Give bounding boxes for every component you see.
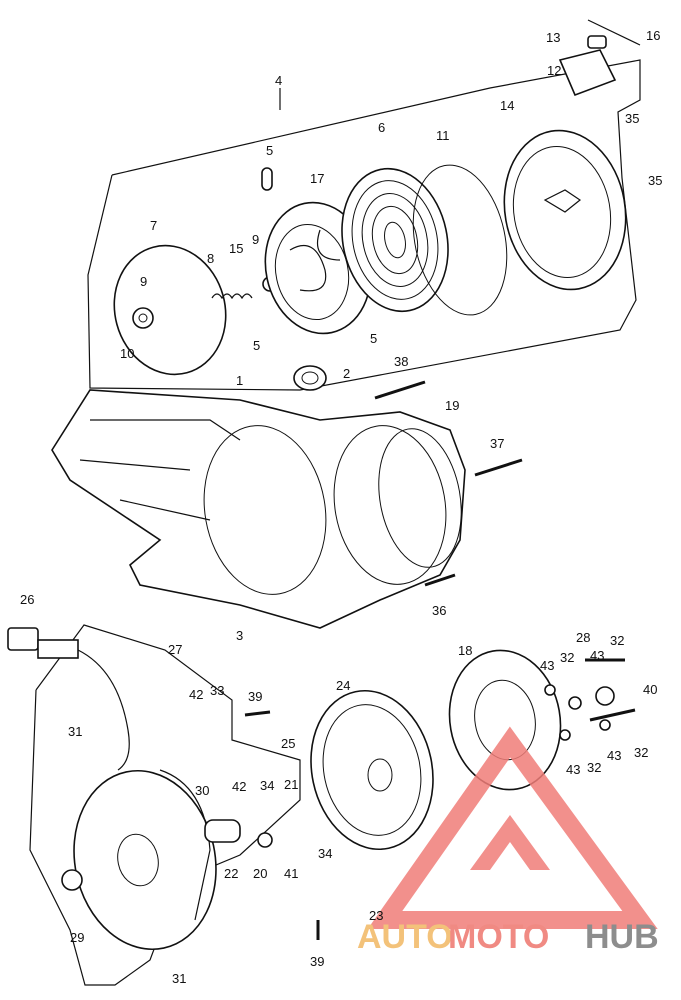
callout-label: 5 [253, 338, 260, 353]
callout-label: 10 [120, 346, 134, 361]
callout-label: 43 [607, 748, 621, 763]
watermark-hub: HUB [585, 918, 659, 956]
bolt-36 [424, 573, 456, 587]
bolt-37 [474, 458, 523, 477]
callout-label: 43 [566, 762, 580, 777]
callout-label: 29 [70, 930, 84, 945]
callout-label: 35 [648, 173, 662, 188]
callout-label: 39 [248, 689, 262, 704]
automotohub-watermark [367, 726, 658, 929]
callout-label: 11 [436, 128, 450, 143]
callout-label: 16 [646, 28, 660, 43]
callout-label: 8 [207, 251, 214, 266]
callout-label: 21 [284, 777, 298, 792]
callout-label: 1 [236, 373, 243, 388]
callout-label: 5 [370, 331, 377, 346]
callout-label: 5 [266, 143, 273, 158]
starter-handle [558, 49, 617, 97]
callout-label: 30 [195, 783, 209, 798]
callout-label: 14 [500, 98, 514, 113]
connector [7, 627, 39, 651]
callout-label: 38 [394, 354, 408, 369]
callout-label: 36 [432, 603, 446, 618]
lower-group-outline [29, 624, 301, 986]
callout-label: 28 [576, 630, 590, 645]
callout-label: 7 [150, 218, 157, 233]
callout-label: 22 [224, 866, 238, 881]
flywheel [310, 689, 434, 851]
callout-label: 32 [560, 650, 574, 665]
recoil-spring [341, 167, 449, 313]
callout-label: 32 [587, 760, 601, 775]
callout-label: 39 [310, 954, 324, 969]
starter-cup [448, 649, 562, 791]
oil-seal [293, 365, 327, 391]
bolt-38 [374, 380, 426, 400]
callout-label: 23 [369, 908, 383, 923]
callout-label: 24 [336, 678, 350, 693]
watermark-logo [367, 726, 658, 929]
callout-label: 20 [253, 866, 267, 881]
callout-label: 17 [310, 171, 324, 186]
callout-label: 37 [490, 436, 504, 451]
callout-label: 31 [68, 724, 82, 739]
callout-label: 12 [547, 63, 561, 78]
callout-label: 43 [590, 648, 604, 663]
callout-label: 41 [284, 866, 298, 881]
callout-label: 42 [189, 687, 203, 702]
callout-label: 34 [260, 778, 274, 793]
callout-label: 9 [140, 274, 147, 289]
callout-label: 25 [281, 736, 295, 751]
main-case [51, 389, 466, 629]
callout-label: 35 [625, 111, 639, 126]
callout-label: 27 [168, 642, 182, 657]
callout-label: 15 [229, 241, 243, 256]
callout-label: 26 [20, 592, 34, 607]
callout-label: 32 [610, 633, 624, 648]
callout-label: 2 [343, 366, 350, 381]
callout-label: 3 [236, 628, 243, 643]
callout-label: 4 [275, 73, 282, 88]
callout-label: 43 [540, 658, 554, 673]
callout-label: 6 [378, 120, 385, 135]
cover-plate [113, 244, 227, 376]
nut-40 [595, 686, 615, 706]
callout-label: 33 [210, 683, 224, 698]
callout-label: 18 [458, 643, 472, 658]
retainer-ring [412, 164, 508, 316]
upper-group-outline [87, 59, 641, 391]
callout-label: 34 [318, 846, 332, 861]
callout-label: 40 [643, 682, 657, 697]
small-spring [211, 293, 253, 300]
callout-label: 32 [634, 745, 648, 760]
callout-label: 42 [232, 779, 246, 794]
bolt-39 [244, 710, 271, 717]
watermark-moto: MOTO [448, 918, 549, 956]
callout-label: 9 [252, 232, 259, 247]
starter-housing [503, 129, 627, 291]
ignition-coil [204, 819, 241, 843]
watermark-auto: AUTO [357, 918, 453, 956]
callout-label: 31 [172, 971, 186, 986]
callout-label: 13 [546, 30, 560, 45]
callout-label: 19 [445, 398, 459, 413]
